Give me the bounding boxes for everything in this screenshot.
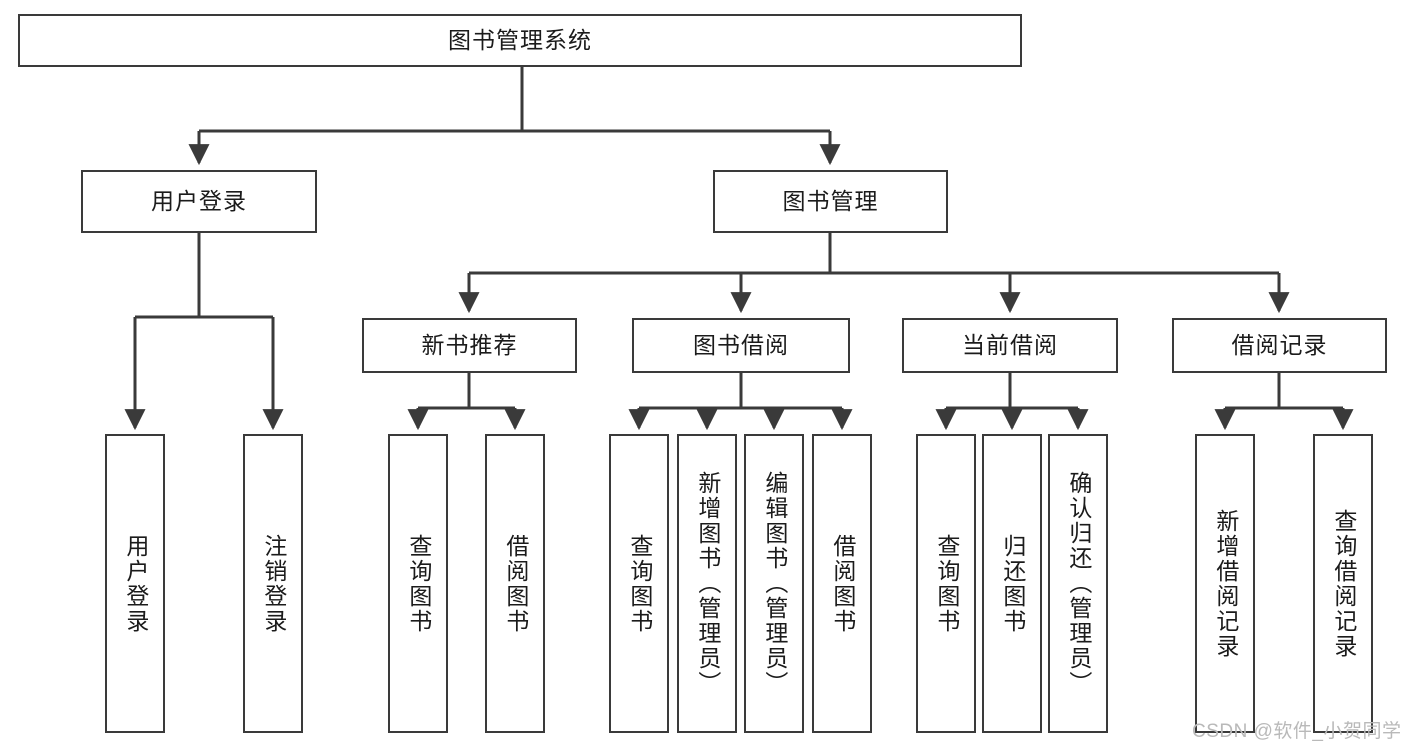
node-leaf-12[interactable]: 查询借阅记录	[1313, 434, 1373, 733]
node-leaf-4-label: 查询图书	[626, 533, 653, 634]
node-leaf-10-label: 确认归还（管理员）	[1065, 471, 1092, 696]
node-level3-2-label: 当前借阅	[962, 331, 1058, 358]
node-level3-0-label: 新书推荐	[421, 331, 518, 358]
node-leaf-2[interactable]: 查询图书	[388, 434, 448, 733]
node-level3-1[interactable]: 图书借阅	[632, 318, 850, 373]
node-level3-3-label: 借阅记录	[1231, 331, 1328, 358]
node-leaf-1[interactable]: 注销登录	[243, 434, 303, 733]
node-leaf-8[interactable]: 查询图书	[916, 434, 976, 733]
node-level3-0[interactable]: 新书推荐	[362, 318, 577, 373]
node-level2-0[interactable]: 用户登录	[81, 170, 317, 233]
node-leaf-7[interactable]: 借阅图书	[812, 434, 872, 733]
node-leaf-5-label: 新增图书（管理员）	[694, 471, 721, 696]
node-leaf-11-label: 新增借阅记录	[1212, 508, 1239, 659]
node-leaf-6[interactable]: 编辑图书（管理员）	[744, 434, 804, 733]
node-level3-3[interactable]: 借阅记录	[1172, 318, 1387, 373]
node-leaf-1-label: 注销登录	[260, 533, 287, 634]
node-leaf-9[interactable]: 归还图书	[982, 434, 1042, 733]
node-leaf-5[interactable]: 新增图书（管理员）	[677, 434, 737, 733]
node-level2-1-label: 图书管理	[782, 187, 879, 214]
node-leaf-7-label: 借阅图书	[829, 533, 856, 634]
node-leaf-0-label: 用户登录	[122, 533, 149, 634]
node-leaf-6-label: 编辑图书（管理员）	[761, 471, 788, 696]
node-root-label: 图书管理系统	[448, 26, 592, 53]
node-level3-1-label: 图书借阅	[693, 331, 789, 358]
node-leaf-8-label: 查询图书	[933, 533, 960, 634]
node-level3-2[interactable]: 当前借阅	[902, 318, 1118, 373]
node-leaf-4[interactable]: 查询图书	[609, 434, 669, 733]
node-leaf-9-label: 归还图书	[999, 533, 1026, 634]
node-leaf-2-label: 查询图书	[405, 533, 432, 634]
node-leaf-3[interactable]: 借阅图书	[485, 434, 545, 733]
node-leaf-10[interactable]: 确认归还（管理员）	[1048, 434, 1108, 733]
node-leaf-0[interactable]: 用户登录	[105, 434, 165, 733]
node-root[interactable]: 图书管理系统	[18, 14, 1022, 67]
node-level2-0-label: 用户登录	[151, 187, 247, 214]
node-leaf-12-label: 查询借阅记录	[1330, 508, 1357, 659]
node-level2-1[interactable]: 图书管理	[713, 170, 948, 233]
csdn-watermark: CSDN @软件_小贺同学	[1192, 721, 1402, 742]
node-leaf-3-label: 借阅图书	[502, 533, 529, 634]
node-leaf-11[interactable]: 新增借阅记录	[1195, 434, 1255, 733]
